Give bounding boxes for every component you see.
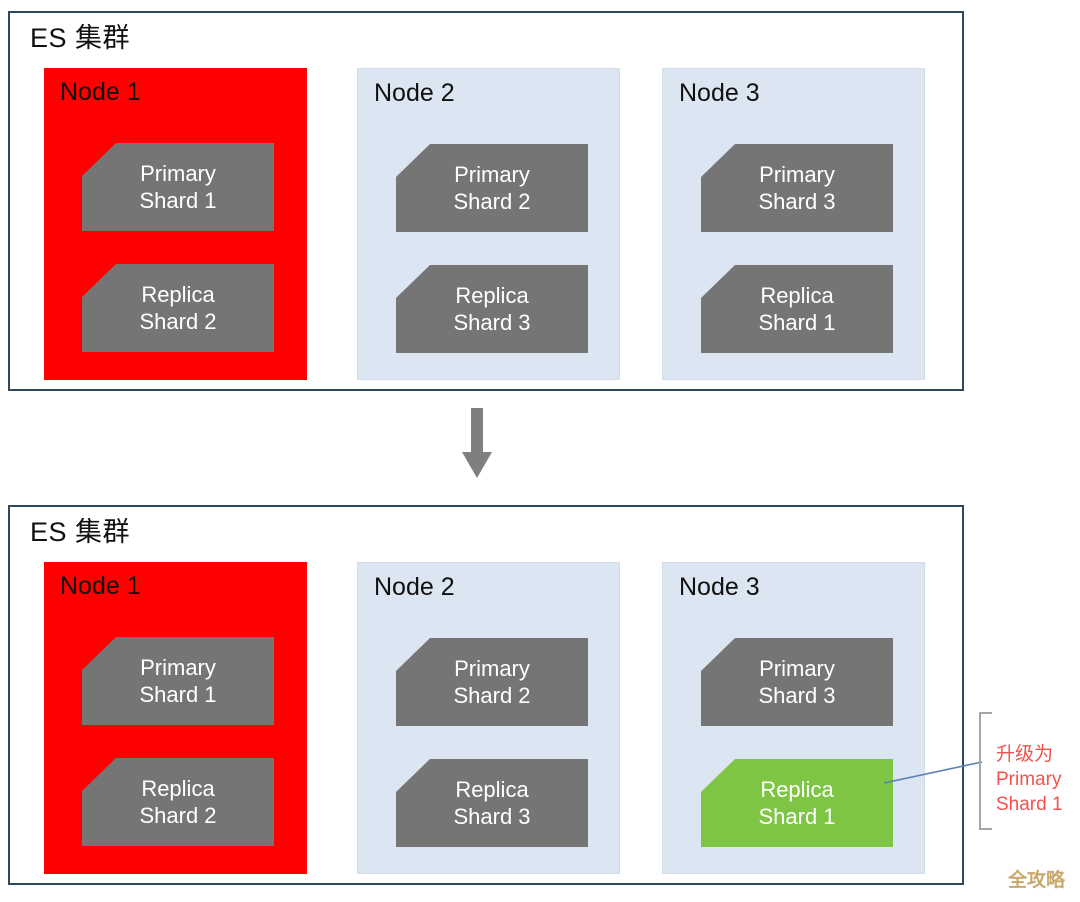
node-label-after-node-3: Node 3 — [679, 573, 760, 601]
shard-id: Shard 2 — [453, 683, 531, 708]
shard-id: Shard 1 — [758, 310, 836, 335]
node-box-after-node-1: Node 1 Primary Shard 1 Replica Shard 2 — [44, 562, 307, 874]
shard-after-node-1-primary: Primary Shard 1 — [82, 637, 274, 725]
shard-role: Primary — [140, 655, 216, 680]
shard-after-node-3-replica-promoted: Replica Shard 1 — [701, 759, 893, 847]
shard-before-node-1-replica: Replica Shard 2 — [82, 264, 274, 352]
shard-role: Primary — [454, 162, 530, 187]
shard-role: Primary — [759, 656, 835, 681]
callout-connector-line — [883, 761, 983, 784]
es-cluster-after: ES 集群 Node 1 Primary Shard 1 Replica Sha… — [8, 505, 964, 885]
shard-after-node-1-replica: Replica Shard 2 — [82, 758, 274, 846]
shard-before-node-1-primary: Primary Shard 1 — [82, 143, 274, 231]
shard-role: Replica — [455, 777, 529, 802]
shard-after-node-2-replica: Replica Shard 3 — [396, 759, 588, 847]
shard-role: Replica — [760, 777, 834, 802]
node-label-after-node-1: Node 1 — [60, 572, 141, 600]
node-box-before-node-3: Node 3 Primary Shard 3 Replica Shard 1 — [662, 68, 925, 380]
callout-line-1: 升级为 — [996, 744, 1054, 765]
watermark: 全攻略 — [1008, 870, 1066, 891]
shard-id: Shard 2 — [453, 189, 531, 214]
cluster-title-after: ES 集群 — [30, 517, 131, 547]
shard-id: Shard 1 — [758, 804, 836, 829]
shard-id: Shard 2 — [139, 803, 217, 828]
callout-annotation: 升级为 Primary Shard 1 — [996, 742, 1063, 817]
shard-id: Shard 3 — [453, 310, 531, 335]
node-box-before-node-1: Node 1 Primary Shard 1 Replica Shard 2 — [44, 68, 307, 380]
arrow-shaft — [471, 408, 483, 454]
callout-line-3: Shard 1 — [996, 794, 1063, 815]
node-box-after-node-3: Node 3 Primary Shard 3 Replica Shard 1 — [662, 562, 925, 874]
shard-before-node-3-primary: Primary Shard 3 — [701, 144, 893, 232]
shard-role: Replica — [141, 282, 215, 307]
node-box-after-node-2: Node 2 Primary Shard 2 Replica Shard 3 — [357, 562, 620, 874]
node-label-after-node-2: Node 2 — [374, 573, 455, 601]
shard-role: Replica — [141, 776, 215, 801]
shard-id: Shard 3 — [758, 683, 836, 708]
shard-role: Primary — [140, 161, 216, 186]
shard-role: Replica — [455, 283, 529, 308]
transition-arrow-down-icon — [462, 408, 492, 478]
shard-id: Shard 3 — [453, 804, 531, 829]
shard-before-node-2-primary: Primary Shard 2 — [396, 144, 588, 232]
callout-line-2: Primary — [996, 769, 1062, 790]
shard-role: Primary — [454, 656, 530, 681]
cluster-title-before: ES 集群 — [30, 23, 131, 53]
shard-id: Shard 2 — [139, 309, 217, 334]
shard-id: Shard 1 — [139, 188, 217, 213]
shard-after-node-3-primary: Primary Shard 3 — [701, 638, 893, 726]
shard-before-node-3-replica: Replica Shard 1 — [701, 265, 893, 353]
shard-role: Replica — [760, 283, 834, 308]
callout-bracket — [979, 712, 992, 830]
node-label-before-node-1: Node 1 — [60, 78, 141, 106]
shard-id: Shard 3 — [758, 189, 836, 214]
arrow-head — [462, 452, 492, 478]
shard-after-node-2-primary: Primary Shard 2 — [396, 638, 588, 726]
shard-id: Shard 1 — [139, 682, 217, 707]
node-box-before-node-2: Node 2 Primary Shard 2 Replica Shard 3 — [357, 68, 620, 380]
shard-before-node-2-replica: Replica Shard 3 — [396, 265, 588, 353]
es-cluster-before: ES 集群 Node 1 Primary Shard 1 Replica Sha… — [8, 11, 964, 391]
node-label-before-node-2: Node 2 — [374, 79, 455, 107]
node-label-before-node-3: Node 3 — [679, 79, 760, 107]
shard-role: Primary — [759, 162, 835, 187]
